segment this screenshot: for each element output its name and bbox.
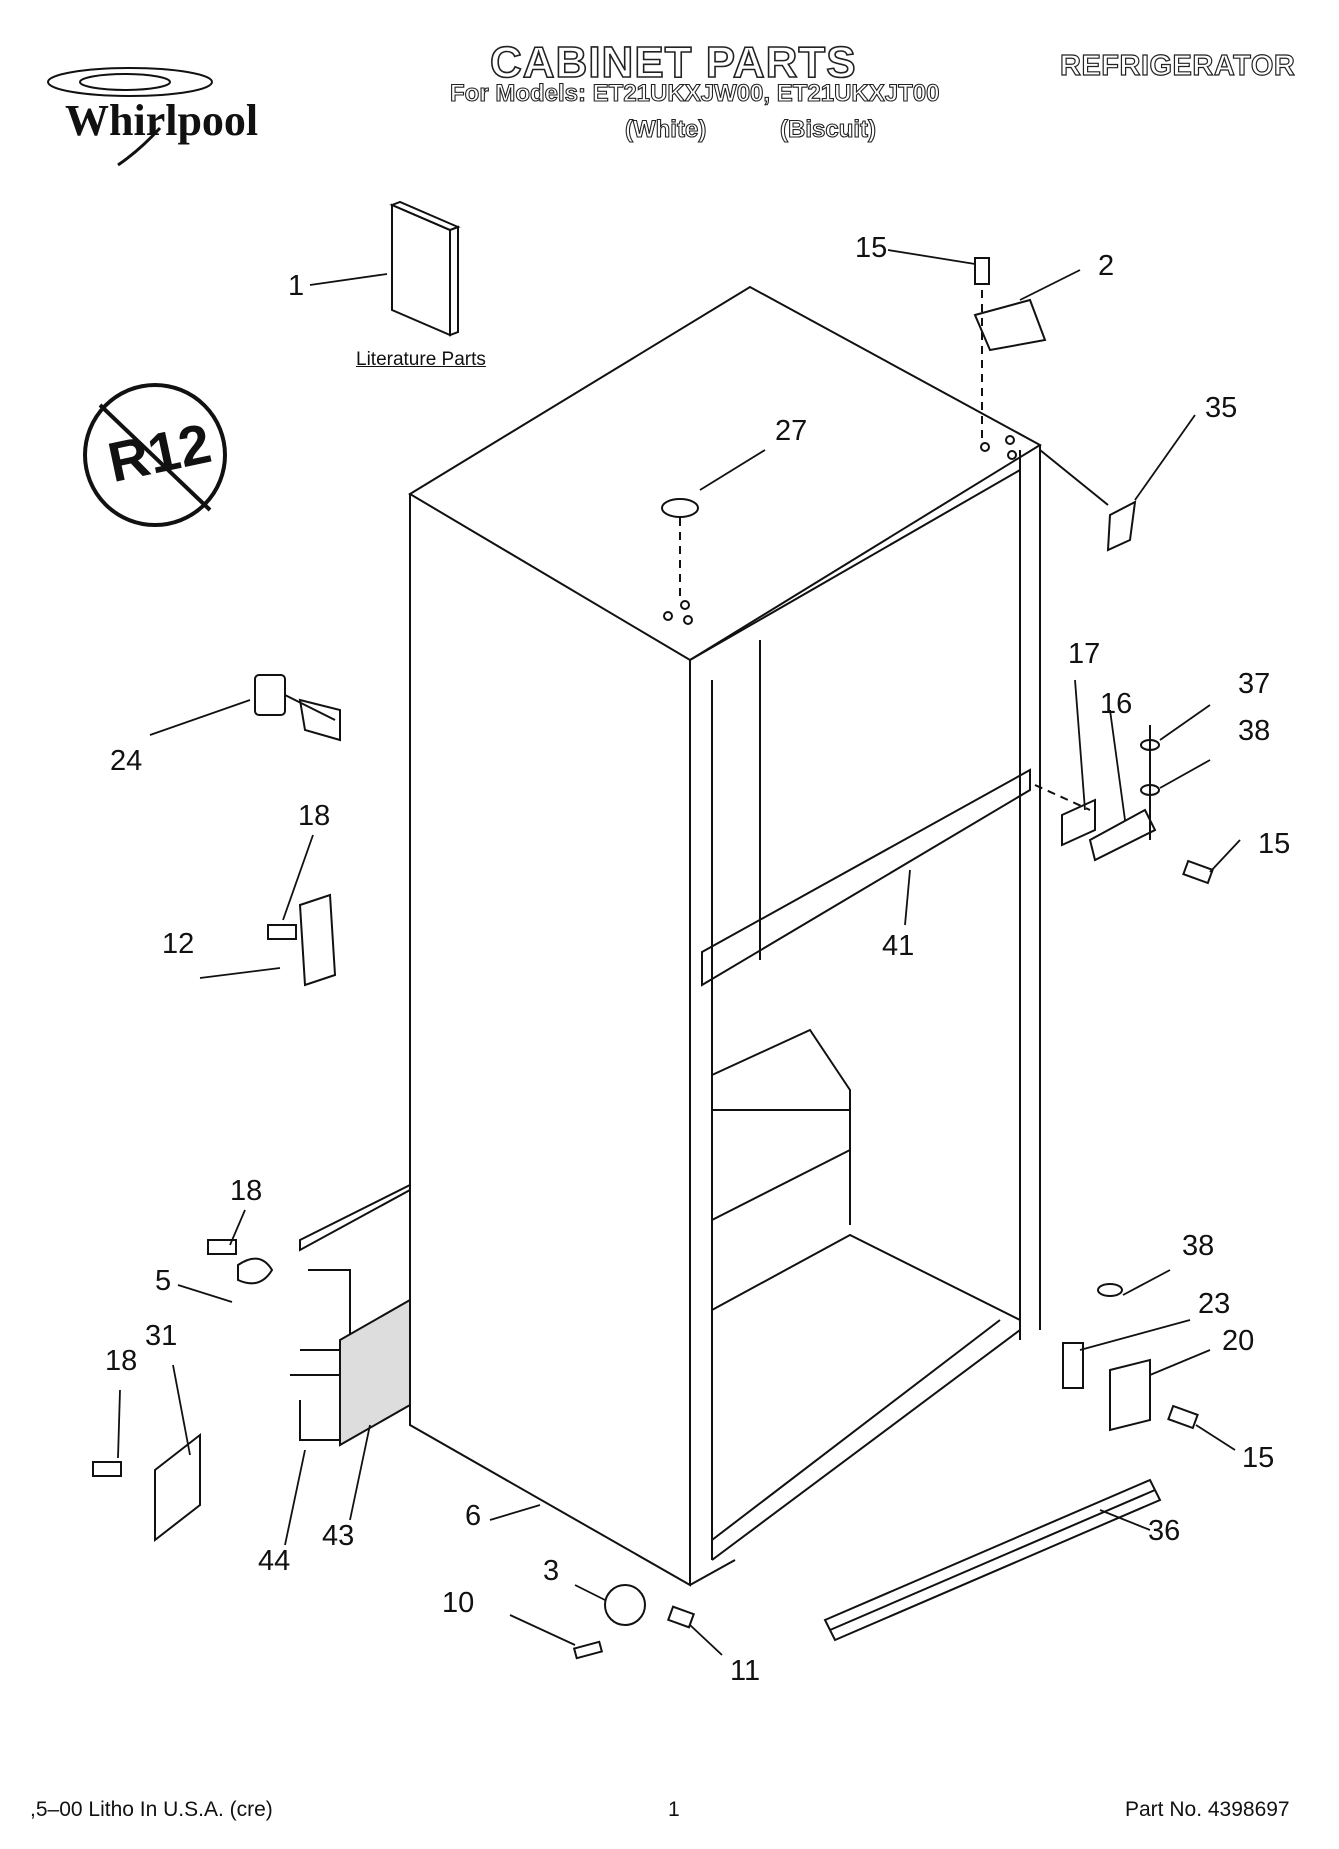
color-biscuit: (Biscuit) xyxy=(779,115,876,143)
callout-18-upper: 18 xyxy=(298,800,331,832)
clamp-5 xyxy=(237,1257,274,1285)
callout-44: 44 xyxy=(258,1545,291,1577)
callout-15-top: 15 xyxy=(855,232,888,264)
callout-18-lower: 18 xyxy=(230,1175,263,1207)
callout-43: 43 xyxy=(322,1520,355,1552)
callout-6: 6 xyxy=(465,1500,482,1532)
screw-15b xyxy=(1167,1404,1199,1430)
callout-16: 16 xyxy=(1100,688,1133,720)
callout-36: 36 xyxy=(1148,1515,1181,1547)
hinge-cap xyxy=(1106,500,1137,552)
washer-38 xyxy=(1140,784,1160,796)
callout-17: 17 xyxy=(1068,638,1101,670)
part-number: Part No. 4398697 xyxy=(1125,1798,1290,1821)
cabinet-body xyxy=(408,285,1042,1587)
washer-37 xyxy=(1140,739,1160,751)
center-hinge xyxy=(1088,808,1157,862)
callout-27: 27 xyxy=(775,415,808,447)
footer-litho: ,5–00 Litho In U.S.A. (cre) xyxy=(30,1798,273,1821)
callout-15-mid: 15 xyxy=(1258,828,1291,860)
roller-3 xyxy=(604,1584,646,1626)
callout-31: 31 xyxy=(145,1320,178,1352)
callout-18-bottom: 18 xyxy=(105,1345,138,1377)
no-r12-icon xyxy=(83,383,227,527)
insulation-43 xyxy=(339,1298,411,1447)
callout-35: 35 xyxy=(1205,392,1238,424)
callout-15-bottom: 15 xyxy=(1242,1442,1275,1474)
top-hinge xyxy=(973,298,1047,352)
center-bracket xyxy=(298,893,337,987)
color-white: (White) xyxy=(624,115,707,143)
callout-10: 10 xyxy=(442,1587,475,1619)
bottom-hinge-20 xyxy=(1109,1358,1151,1432)
center-hinge-plate xyxy=(1061,798,1096,847)
bracket-44 xyxy=(290,1374,346,1441)
plug xyxy=(661,498,699,518)
callout-1: 1 xyxy=(288,270,305,302)
callout-37: 37 xyxy=(1238,668,1271,700)
callout-3: 3 xyxy=(543,1555,560,1587)
divider-bar xyxy=(701,768,1031,987)
callout-23: 23 xyxy=(1198,1288,1231,1320)
whirlpool-logo: Whirlpool xyxy=(65,96,259,145)
page-number: 1 xyxy=(668,1798,680,1821)
pin-10 xyxy=(572,1640,604,1660)
screw-11 xyxy=(666,1605,696,1629)
callout-12: 12 xyxy=(162,928,195,960)
shim-23 xyxy=(1062,1342,1084,1389)
callout-41: 41 xyxy=(882,930,915,962)
logo-swirl xyxy=(47,67,213,97)
callout-38-upper: 38 xyxy=(1238,715,1271,747)
page-title: CABINET PARTS xyxy=(489,37,857,88)
callout-38-lower: 38 xyxy=(1182,1230,1215,1262)
callout-20: 20 xyxy=(1222,1325,1255,1357)
callout-5: 5 xyxy=(155,1265,172,1297)
literature-booklet xyxy=(389,200,461,337)
screw-18 xyxy=(207,1239,237,1255)
grille-36 xyxy=(823,1478,1162,1642)
callout-2: 2 xyxy=(1098,250,1115,282)
callout-11: 11 xyxy=(730,1655,761,1687)
models-line: For Models: ET21UKXJW00, ET21UKXJT00 xyxy=(449,79,940,107)
cover-31 xyxy=(154,1432,201,1543)
door-stop xyxy=(254,674,341,742)
hinge-screw xyxy=(1182,859,1214,885)
callout-24: 24 xyxy=(110,745,143,777)
washer-38b xyxy=(1097,1283,1123,1297)
appliance-type: REFRIGERATOR xyxy=(1059,49,1296,82)
screw-18b xyxy=(92,1461,122,1477)
literature-parts-label: Literature Parts xyxy=(356,349,486,370)
